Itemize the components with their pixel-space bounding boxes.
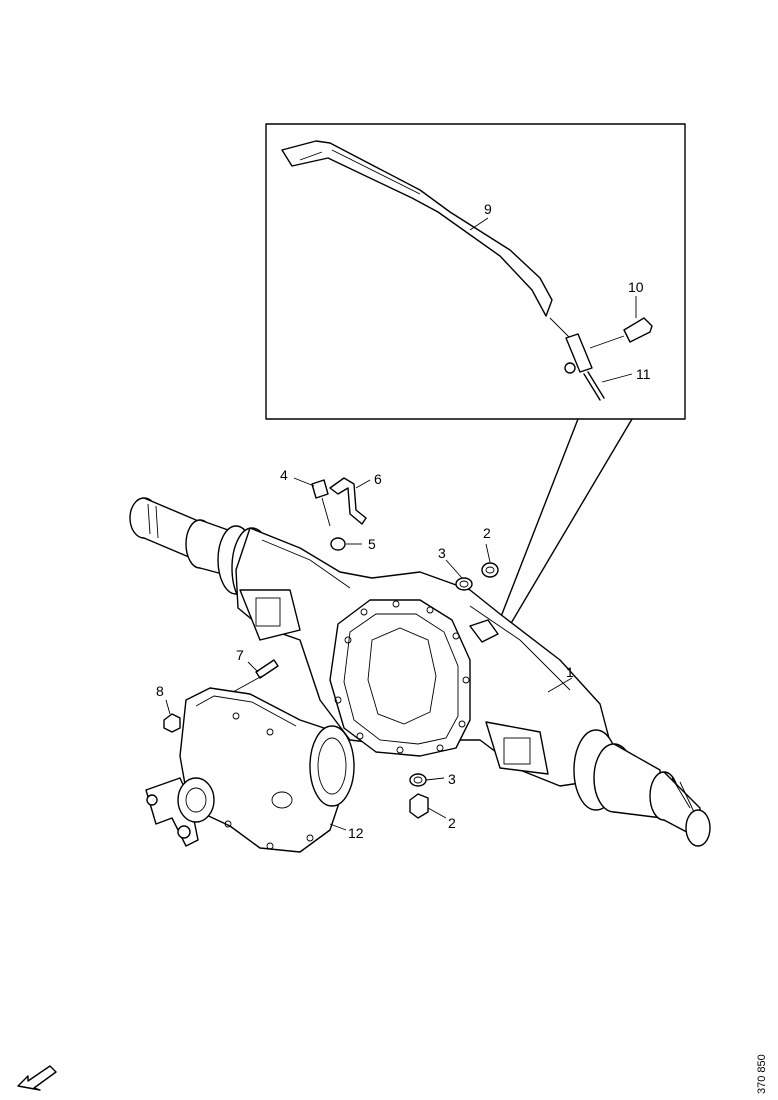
callout-2-bottom: 2 <box>448 815 456 831</box>
callout-1: 1 <box>566 664 574 680</box>
breather-pipe <box>281 140 553 317</box>
washer-3-bottom <box>409 773 427 787</box>
right-spindle <box>573 729 711 847</box>
detail-inset <box>265 123 686 653</box>
callout-5: 5 <box>368 536 376 552</box>
breather-connector <box>549 317 605 401</box>
arrow-down-left-icon <box>17 1065 57 1091</box>
breather-fitting <box>589 317 653 349</box>
callout-2-top: 2 <box>483 525 491 541</box>
differential-carrier <box>145 687 355 853</box>
callout-9: 9 <box>484 201 492 217</box>
pinion-flange <box>145 777 215 847</box>
callout-4: 4 <box>280 467 288 483</box>
nut-5 <box>330 537 346 551</box>
callout-3-top: 3 <box>438 545 446 561</box>
reference-number: 370 850 <box>752 1018 778 1098</box>
callout-8: 8 <box>156 683 164 699</box>
plug-2-bottom <box>409 793 429 819</box>
callout-6: 6 <box>374 471 382 487</box>
plug-2-top <box>481 562 499 578</box>
callout-3-bottom: 3 <box>448 771 456 787</box>
fitting-4 <box>311 479 331 527</box>
axle-housing <box>129 497 711 847</box>
washer-3-top <box>455 577 473 591</box>
callout-7: 7 <box>236 647 244 663</box>
callout-12: 12 <box>348 825 364 841</box>
callout-10: 10 <box>628 279 644 295</box>
callout-11: 11 <box>636 366 651 382</box>
breather-hose-small <box>329 477 367 525</box>
nut-8 <box>163 713 181 733</box>
reference-label: 370 850 <box>756 1054 768 1094</box>
leader-lines <box>165 477 573 831</box>
